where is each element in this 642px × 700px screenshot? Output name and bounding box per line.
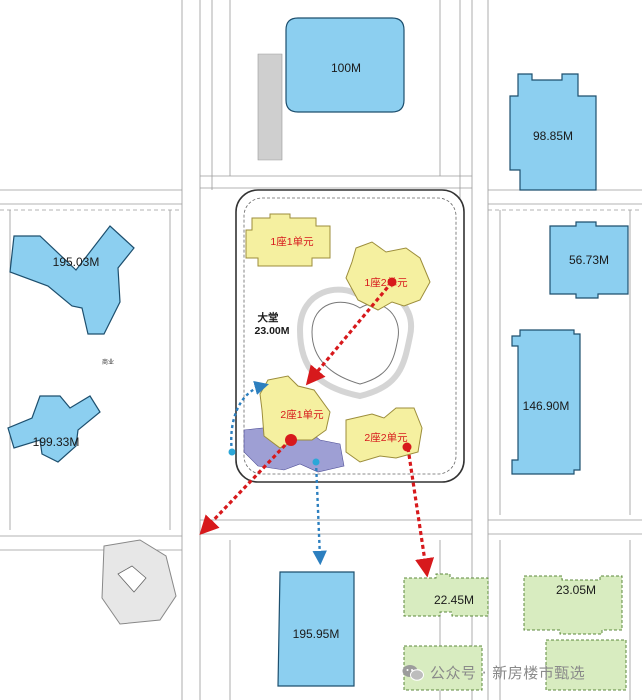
route-blue-lobby	[230, 380, 269, 453]
label-98m: 98.85M	[533, 129, 573, 143]
label-unit-2-2: 2座2单元	[364, 431, 408, 444]
unit-1-1	[245, 213, 331, 267]
towers	[7, 17, 629, 687]
site-boundary	[235, 189, 465, 483]
watermark: 公众号 · 新房楼市甄选	[402, 662, 585, 683]
label-100m: 100M	[331, 61, 361, 75]
route-2-1	[199, 438, 292, 535]
route-2-2	[406, 447, 435, 578]
tower-100	[285, 17, 405, 113]
label-56m: 56.73M	[569, 253, 609, 267]
tower-195-95	[277, 571, 355, 687]
courtyard-path	[296, 286, 415, 400]
lobby-name: 大堂	[258, 311, 279, 324]
shop-label: 商业	[102, 358, 114, 366]
origin-unit-2-2	[402, 442, 412, 452]
tower-56	[549, 221, 629, 299]
lowrise-23	[523, 575, 623, 635]
tower-98	[509, 73, 597, 191]
tower-195-03	[9, 225, 135, 335]
label-146m: 146.90M	[523, 399, 570, 413]
blue-dots	[228, 448, 320, 466]
low-rise	[403, 573, 627, 691]
label-199m: 199.33M	[33, 435, 80, 449]
red-dots	[285, 277, 412, 452]
label-22m: 22.45M	[434, 593, 474, 607]
route-blue-south	[312, 461, 327, 566]
lowrise-22	[403, 573, 489, 617]
courtyard-inner	[311, 301, 399, 385]
label-unit-2-1: 2座1单元	[280, 408, 324, 421]
label-195-03m: 195.03M	[53, 255, 100, 269]
tower-146	[511, 329, 581, 475]
label-unit-1-1: 1座1单元	[270, 235, 314, 248]
red-routes	[199, 280, 435, 578]
label-unit-1-2: 1座2单元	[364, 276, 408, 289]
origin-unit-1-2	[387, 277, 397, 287]
blue-origin-south	[312, 458, 320, 466]
origin-unit-2-1	[285, 434, 297, 446]
existing-structure	[257, 53, 283, 161]
label-23m: 23.05M	[556, 583, 596, 597]
tower-199	[7, 395, 101, 463]
residential-units	[245, 213, 431, 463]
blue-origin-west	[228, 448, 236, 456]
wechat-icon	[402, 664, 424, 682]
lobby-height: 23.00M	[254, 325, 289, 337]
site-inner-boundary	[243, 197, 457, 475]
unit-1-2	[345, 241, 431, 311]
lowrise-a	[403, 645, 483, 691]
unit-2-1	[259, 375, 331, 449]
label-195-95m: 195.95M	[293, 627, 340, 641]
blue-routes	[230, 380, 327, 566]
lowrise-b	[545, 639, 627, 691]
rotunda	[101, 539, 177, 625]
watermark-text: 公众号 · 新房楼市甄选	[430, 664, 586, 682]
